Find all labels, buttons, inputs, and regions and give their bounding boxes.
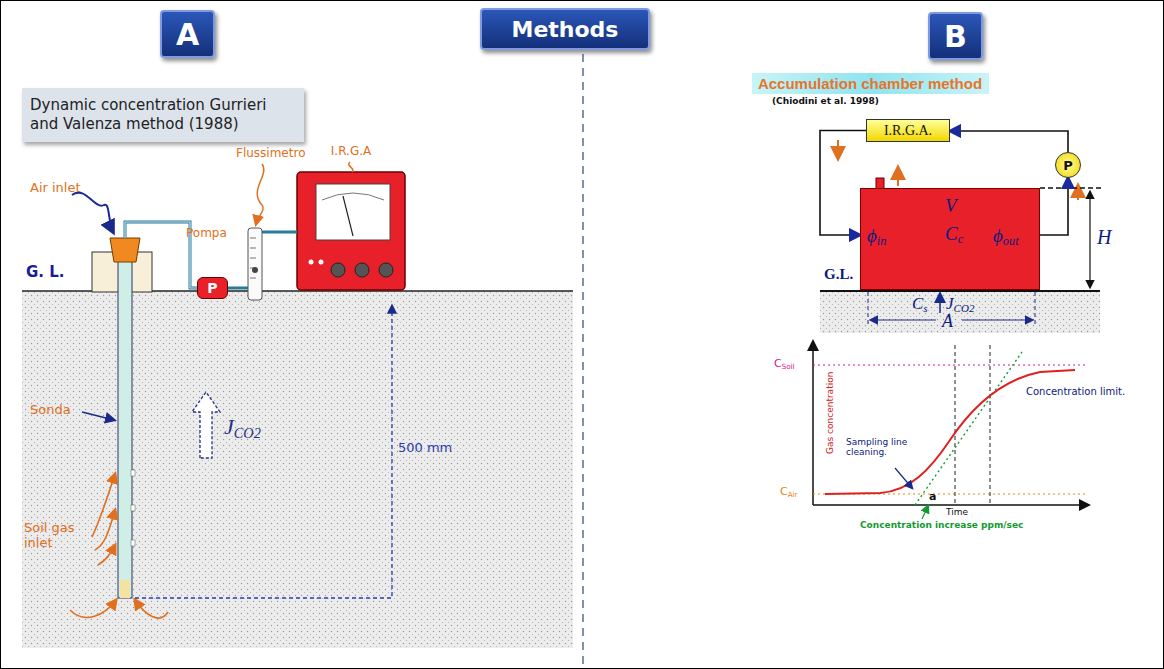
dimension-label: 500 mm <box>398 440 452 455</box>
node-text: A <box>176 17 199 52</box>
node-text: V <box>945 195 957 217</box>
accumulation-chamber: ϕin V Cc ϕout <box>860 188 1040 290</box>
node-text: Accumulation chamber method <box>758 75 982 92</box>
section-badge: B <box>928 12 983 60</box>
axis-title: Time <box>946 507 968 517</box>
curve-note: Concentration limit. <box>1026 386 1125 397</box>
section-badge: A <box>160 10 215 58</box>
curve-note: Sampling line cleaning. <box>846 437 908 457</box>
axis-level-label: CAir <box>780 485 798 498</box>
axis-level-label: CSoil <box>774 357 795 370</box>
concentration-symbol: Cs <box>912 294 928 314</box>
node-text: P <box>207 280 217 296</box>
pump-box: P <box>197 277 228 299</box>
node-text: Dynamic concentration Gurrieri and Valen… <box>22 96 304 135</box>
dimension-label: H <box>1097 226 1111 249</box>
node-text: ϕout <box>993 225 1019 247</box>
irga-box: I.R.G.A. <box>866 119 950 142</box>
part-label: Pompa <box>186 226 227 240</box>
node-text: Methods <box>512 17 619 42</box>
citation: (Chiodini et al. 1998) <box>772 96 879 106</box>
part-label: Flussimetro <box>236 146 305 160</box>
node-text: I.R.G.A. <box>884 123 932 139</box>
pump-circle: P <box>1055 152 1081 178</box>
part-label: Air inlet <box>30 180 81 195</box>
heading-box: Methods <box>480 8 650 50</box>
flux-symbol: JCO2 <box>224 414 261 440</box>
node-text: Cc <box>945 223 963 245</box>
point-label: a <box>929 490 936 503</box>
node-text: P <box>1063 158 1073 173</box>
part-label: Sonda <box>30 402 71 417</box>
gas-line <box>950 131 1068 152</box>
method-banner: Accumulation chamber method <box>752 73 989 94</box>
node-text: I.R.G.A <box>297 144 405 158</box>
ground-level-label: G. L. <box>26 263 65 281</box>
ground-level-label: G.L. <box>824 266 853 283</box>
node-text: ϕin <box>867 225 886 247</box>
node-text: B <box>944 19 967 54</box>
part-label: Soil gas inlet <box>24 520 86 550</box>
irga-device: I.R.G.A <box>297 172 405 290</box>
method-title-box: Dynamic concentration Gurrieri and Valen… <box>22 88 304 142</box>
gas-line <box>1040 178 1068 235</box>
dimension-label: A <box>942 311 953 332</box>
axis-title: Gas concentration <box>825 374 835 454</box>
slope-note: Concentration increase ppm/sec <box>860 520 1023 530</box>
